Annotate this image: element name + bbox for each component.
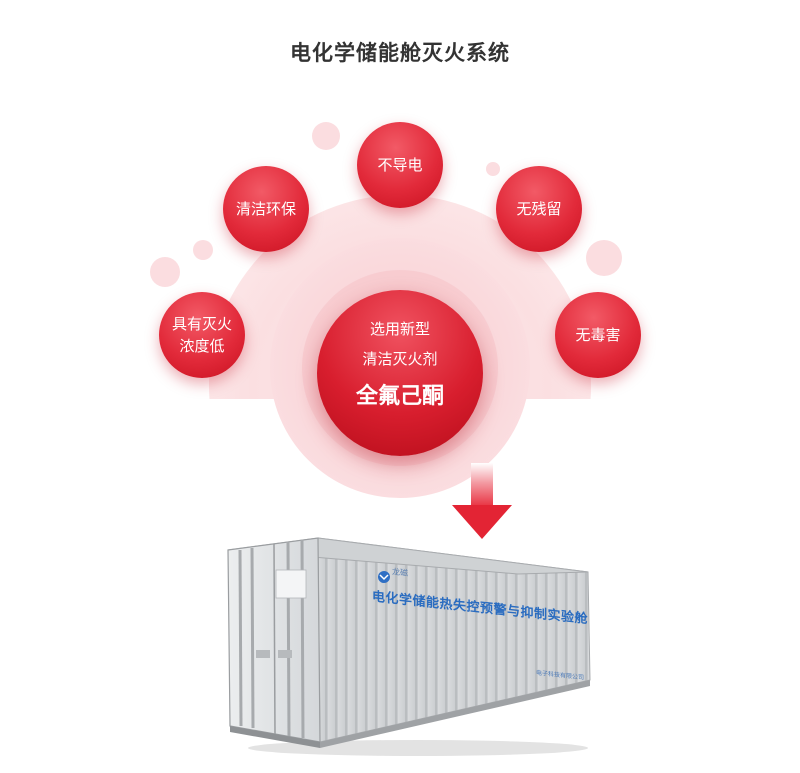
feature-bubble-clean: 清洁环保 [223,166,309,252]
feature-label: 清洁环保 [235,200,296,218]
energy-storage-container-image: 龙磁 电化学储能热失控预警与抑制实验舱 电子科技有限公司 [218,530,598,760]
feature-label: 无毒害 [575,326,621,344]
decor-dot [193,240,213,260]
feature-bubble-nontoxic: 无毒害 [555,292,641,378]
down-arrow-icon [452,505,512,539]
decor-dot [312,122,340,150]
feature-label-line1: 具有灭火 [171,315,232,333]
feature-label: 无残留 [516,200,562,218]
container-illustration [227,537,591,756]
center-agent-circle: 选用新型 清洁灭火剂 全氟己酮 [317,290,483,456]
center-line1: 选用新型 [369,320,430,338]
center-agent-name: 全氟己酮 [355,384,444,409]
feature-bubble-low-concentration: 具有灭火 浓度低 [159,292,245,378]
company-logo-icon [378,571,390,583]
decor-dot [486,162,500,176]
down-arrow-shaft [471,463,493,507]
center-line2: 清洁灭火剂 [362,350,438,368]
container-logo-text: 龙磁 [392,567,408,578]
feature-bubble-nonconductive: 不导电 [357,122,443,208]
page-title: 电化学储能舱灭火系统 [290,41,510,65]
decor-dot [150,257,180,287]
feature-label-line2: 浓度低 [179,337,225,355]
decor-dot [586,240,622,276]
feature-label: 不导电 [377,156,423,174]
feature-bubble-no-residue: 无残留 [496,166,582,252]
